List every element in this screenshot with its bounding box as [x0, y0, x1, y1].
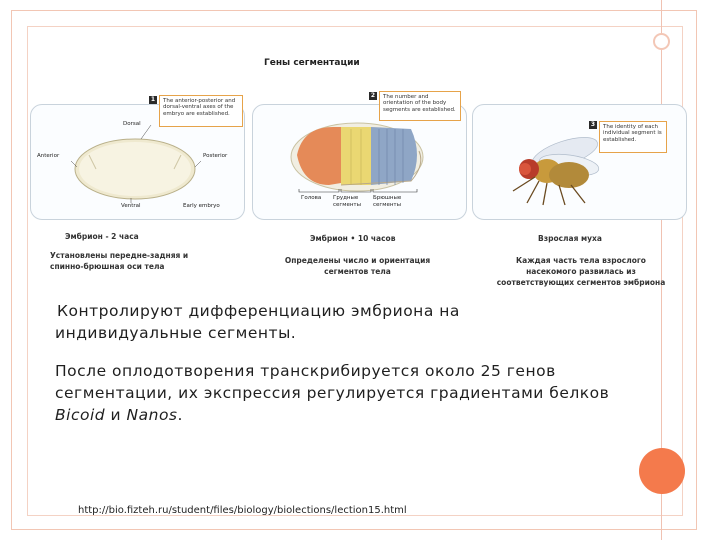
fly-illustration: [512, 137, 600, 206]
label-dorsal: Dorsal: [123, 121, 141, 127]
decorative-vertical-line: [661, 0, 662, 540]
paragraph-end: .: [177, 406, 183, 424]
caption-embryo-2h-title: Эмбрион - 2 часа: [65, 232, 139, 241]
label-posterior: Posterior: [203, 153, 228, 159]
paragraph-differentiation: Контролируют дифференциацию эмбриона на …: [55, 302, 460, 342]
protein-bicoid: Bicoid: [55, 406, 106, 424]
paragraph-and: и: [105, 406, 127, 424]
label-early-embryo: Early embryo: [183, 203, 220, 209]
caption-embryo-10h-desc: Определены число и ориентация сегментов …: [284, 256, 431, 276]
paragraph-transcription-text: После оплодотворения транскрибируется ок…: [55, 362, 610, 402]
paragraph-transcription: После оплодотворения транскрибируется ок…: [55, 360, 655, 426]
panel-adult-fly: 3 The identity of each individual segmen…: [472, 104, 687, 220]
figure-title: Гены сегментации: [264, 58, 360, 68]
protein-nanos: Nanos: [126, 406, 178, 424]
panel-embryo-2h: 1 The anterior-posterior and dorsal-vent…: [30, 95, 245, 220]
label-head: Голова: [301, 195, 322, 201]
callout-axes: The anterior-posterior and dorsal-ventra…: [159, 95, 243, 127]
caption-adult-fly-title: Взрослая муха: [538, 234, 602, 243]
slide-inner-frame: [27, 26, 683, 516]
embryo-10h-illustration: [290, 122, 424, 193]
caption-embryo-10h-title: Эмбрион • 10 часов: [310, 234, 396, 243]
callout-segments: The number and orientation of the body s…: [379, 91, 461, 121]
embryo-2h-illustration: [70, 124, 202, 203]
step-number-1: 1: [149, 96, 157, 104]
panel-embryo-10h: 2 The number and orientation of the body…: [252, 91, 467, 220]
label-thoracic: Грудные сегменты: [333, 195, 361, 208]
caption-adult-fly-desc: Каждая часть тела взрослого насекомого р…: [496, 256, 666, 287]
slide-frame: [11, 10, 697, 530]
label-ventral: Ventral: [121, 203, 141, 209]
step-number-2: 2: [369, 92, 377, 100]
label-abdominal: Брюшные сегменты: [373, 195, 402, 208]
step-number-3: 3: [589, 121, 597, 129]
label-anterior: Anterior: [37, 153, 60, 159]
source-url: http://bio.fizteh.ru/student/files/biolo…: [78, 505, 407, 516]
caption-embryo-2h-desc: Установлены передне-задняя и спинно-брюш…: [50, 251, 189, 271]
callout-identity: The identity of each individual segment …: [599, 121, 667, 153]
decorative-orange-circle: [639, 448, 685, 494]
decorative-small-circle: [653, 33, 670, 50]
